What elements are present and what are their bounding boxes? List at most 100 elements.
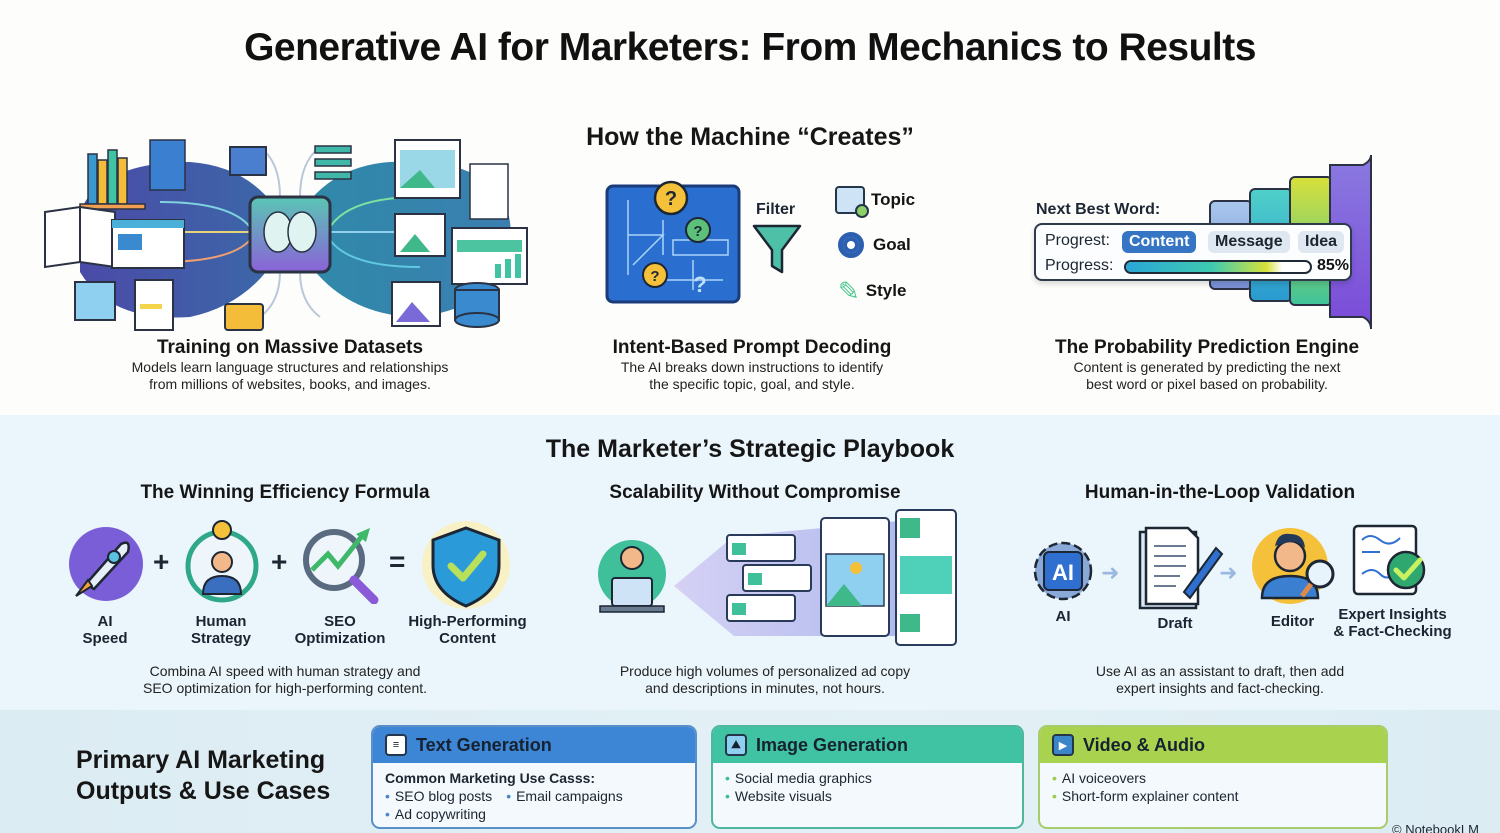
- facet-style-label: Style: [865, 281, 907, 300]
- photo-icon: [394, 213, 446, 257]
- books-icon: [79, 139, 186, 210]
- dashboard-icon: [451, 227, 528, 285]
- decoding-caption: Intent-Based Prompt Decoding The AI brea…: [502, 337, 1002, 393]
- formula-description: Combina AI speed with human strategy and…: [142, 663, 428, 696]
- human-strategy-icon: [185, 520, 259, 603]
- option-chip-message[interactable]: Message: [1208, 231, 1290, 253]
- image-generation-card: ⛰ Image Generation Social media graphics…: [711, 725, 1024, 829]
- use-case-item: Website visuals: [725, 787, 1010, 805]
- plus-operator: +: [271, 546, 288, 577]
- options-row-label: Progrest:: [1045, 232, 1110, 249]
- funnel-filter-icon: [752, 224, 802, 274]
- card-title: Text Generation: [416, 734, 552, 755]
- option-chip-content[interactable]: Content: [1122, 231, 1197, 253]
- page-title: Generative AI for Marketers: From Mechan…: [244, 26, 1256, 69]
- validation-description: Use AI as an assistant to draft, then ad…: [1095, 663, 1345, 696]
- prediction-caption: The Probability Prediction Engine Conten…: [957, 337, 1457, 393]
- equals-operator: =: [389, 546, 406, 577]
- watermark: © NotebookLM: [1392, 822, 1479, 833]
- training-description-line2: from millions of websites, books, and im…: [149, 376, 431, 392]
- prediction-description-line2: best word or pixel based on probability.: [1086, 376, 1328, 392]
- facet-topic: Topic: [835, 186, 916, 218]
- facet-goal: Goal: [838, 232, 911, 258]
- formula-title: The Winning Efficiency Formula: [140, 482, 430, 503]
- validation-step-editor: Editor: [1270, 613, 1315, 630]
- validation-step-draft: Draft: [1157, 615, 1193, 632]
- arrow-right-icon: ➜: [1101, 560, 1120, 585]
- list-panels-icon: [314, 145, 352, 180]
- decoding-description-line1: The AI breaks down instructions to ident…: [620, 359, 884, 375]
- open-book-icon: [44, 205, 116, 269]
- document-icon: ≡: [385, 734, 407, 756]
- facet-goal-label: Goal: [873, 235, 911, 254]
- validation-title: Human-in-the-Loop Validation: [1084, 482, 1356, 503]
- play-button-icon: ▶: [1052, 734, 1074, 756]
- landscape-image-icon: ⛰: [725, 734, 747, 756]
- video-audio-card: ▶ Video & Audio AI voiceovers Short-form…: [1038, 725, 1388, 829]
- validation-step-expert-insights: Expert Insights& Fact-Checking: [1333, 606, 1452, 640]
- target-goal-icon: [838, 232, 864, 258]
- mechanics-heading: How the Machine “Creates”: [586, 123, 914, 151]
- scalability-title: Scalability Without Compromise: [609, 482, 901, 503]
- use-case-item: Social media graphics: [725, 769, 1010, 787]
- svg-text:?: ?: [650, 268, 659, 285]
- training-title: Training on Massive Datasets: [156, 337, 424, 358]
- question-bubble-icon: [685, 217, 711, 243]
- svg-text:?: ?: [693, 272, 706, 297]
- option-chip-idea[interactable]: Idea: [1298, 231, 1345, 253]
- question-bubble-icon: [653, 180, 689, 216]
- shield-check-icon: [422, 521, 510, 609]
- plus-operator: +: [153, 546, 170, 577]
- filter-label: Filter: [756, 201, 796, 218]
- card-title: Image Generation: [756, 734, 909, 755]
- text-generation-card: ≡ Text Generation Common Marketing Use C…: [371, 725, 697, 829]
- progress-row-label: Progress:: [1045, 257, 1114, 274]
- use-case-item: Short-form explainer content: [1052, 787, 1374, 805]
- scalability-illustration: [598, 509, 957, 646]
- decoding-description-line2: the specific topic, goal, and style.: [649, 376, 855, 392]
- draft-document-icon: [1138, 526, 1224, 610]
- svg-text:?: ?: [693, 223, 702, 240]
- next-best-word-panel: Progrest: Content Message Idea Progress:…: [1034, 223, 1352, 281]
- landscape-image-icon: [394, 139, 461, 199]
- decoding-title: Intent-Based Prompt Decoding: [612, 337, 892, 358]
- gear-ai-text: AI: [1052, 560, 1074, 585]
- rocket-speed-icon: [69, 527, 143, 601]
- outputs-heading: Primary AI Marketing Outputs & Use Cases: [76, 746, 331, 805]
- use-case-item: SEO blog posts: [385, 788, 492, 804]
- editor-avatar-icon: [1252, 528, 1335, 604]
- document-icon: [134, 279, 174, 331]
- progress-percent-text: 85%: [1317, 257, 1350, 274]
- next-best-word-heading: Next Best Word:: [1036, 201, 1161, 218]
- svg-text:?: ?: [665, 188, 677, 210]
- ai-gear-icon: AI: [1033, 541, 1093, 601]
- list-card-icon: [469, 163, 509, 220]
- validation-step-ai: AI: [1055, 608, 1071, 625]
- topic-document-icon: [835, 186, 869, 218]
- use-case-item: AI voiceovers: [1052, 769, 1374, 787]
- pencil-sparkle-icon: ✎: [838, 276, 860, 306]
- prompt-blueprint-illustration: ? ? ? ?: [605, 180, 741, 304]
- training-datasets-illustration: [44, 139, 528, 331]
- arrow-right-icon: ➜: [1219, 560, 1238, 585]
- question-bubble-icon: [642, 262, 668, 288]
- card-subheading: Common Marketing Use Casss:: [385, 770, 596, 786]
- probability-progress-bar: [1124, 260, 1312, 274]
- code-panel-icon: [229, 146, 267, 176]
- playbook-heading: The Marketer’s Strategic Playbook: [545, 435, 955, 463]
- webpage-icon: [111, 219, 185, 269]
- prediction-description-line1: Content is generated by predicting the n…: [1073, 359, 1341, 375]
- progress-bar-fill: [1126, 262, 1283, 272]
- training-description-line1: Models learn language structures and rel…: [131, 359, 449, 375]
- facet-topic-label: Topic: [871, 190, 916, 209]
- image-icon: [74, 281, 116, 321]
- use-case-item: Email campaigns: [506, 788, 623, 804]
- training-caption: Training on Massive Datasets Models lear…: [40, 337, 540, 393]
- card-title: Video & Audio: [1083, 734, 1206, 755]
- scalability-description: Produce high volumes of personalized ad …: [619, 663, 911, 696]
- facet-style: ✎ Style: [838, 278, 906, 304]
